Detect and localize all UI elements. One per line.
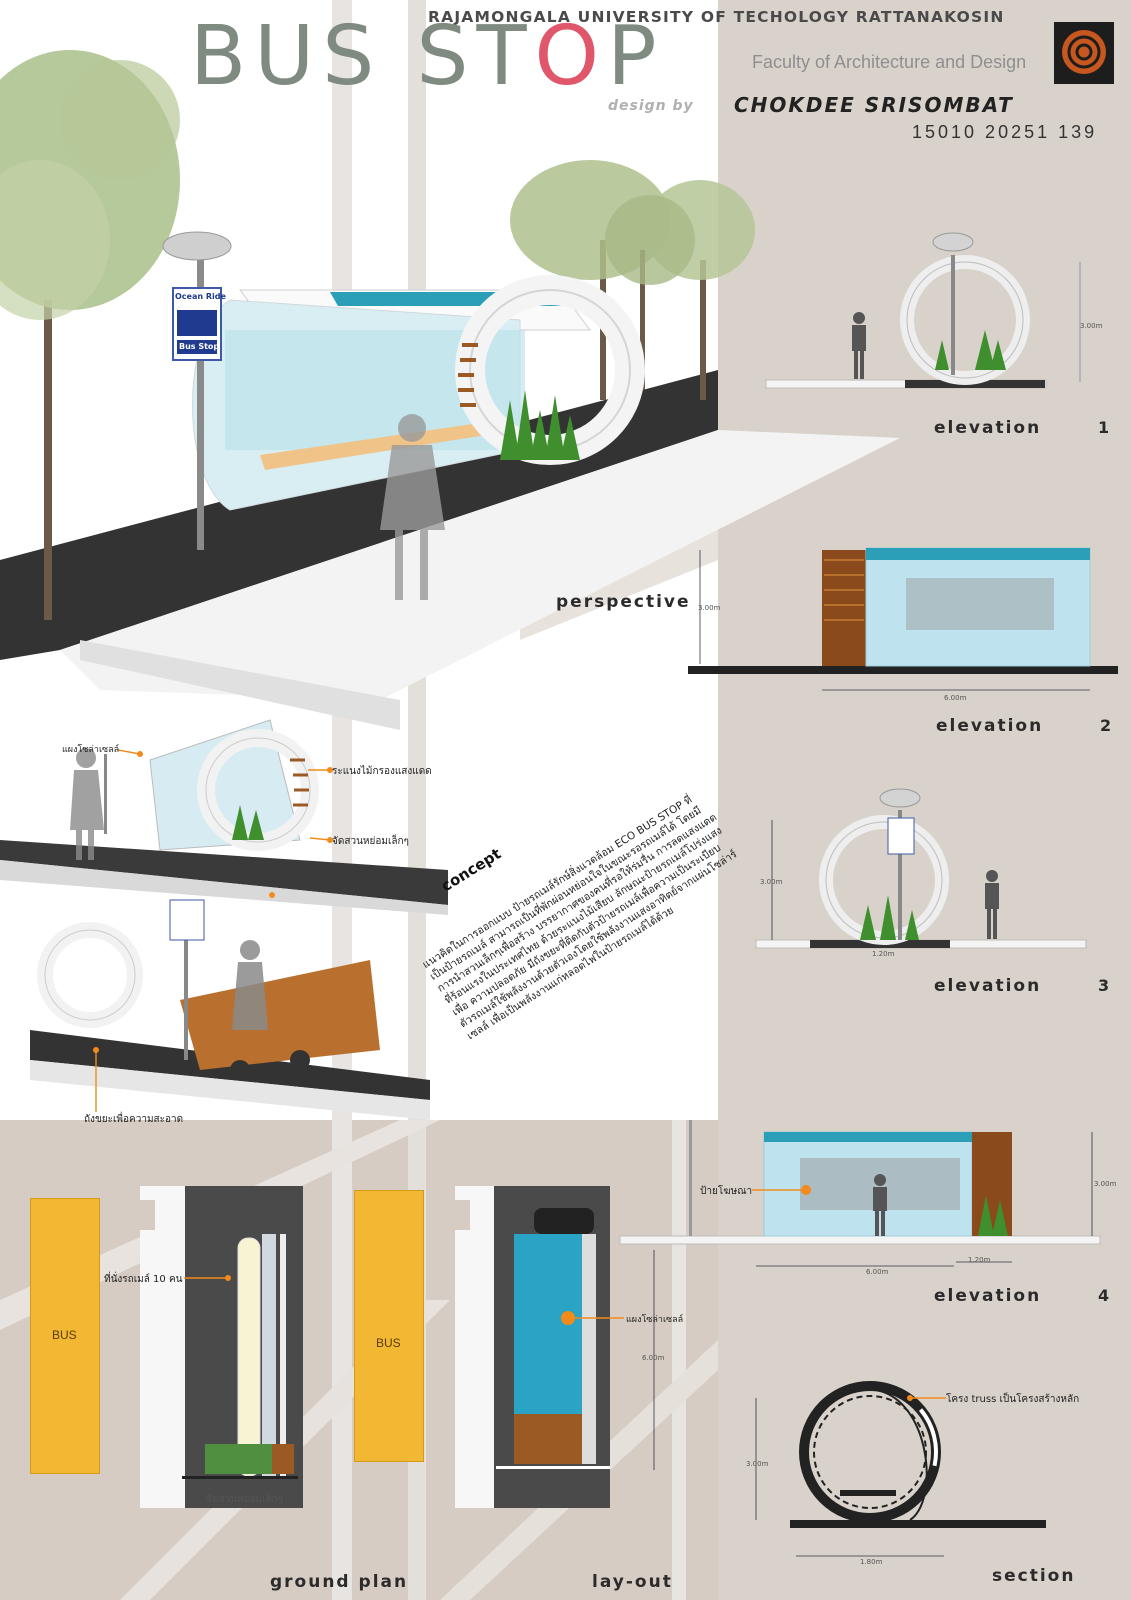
designer-name: CHOKDEE SRISOMBAT	[734, 93, 1014, 117]
title-part-2: O	[534, 9, 608, 104]
dim-e4-side: 1.20m	[968, 1256, 991, 1264]
annotation-trash-bin: ถังขยะเพื่อความสะอาด	[84, 1114, 184, 1125]
annotation-mini-garden: จัดสวนหย่อมเล็กๆ	[332, 836, 409, 847]
sign-pole	[197, 250, 204, 550]
title-part-1: BUS ST	[190, 9, 535, 104]
elevation4-drawing	[619, 1120, 1101, 1267]
label-elevation-3-num: 3	[1098, 976, 1110, 995]
dim-e4-width: 6.00m	[866, 1268, 889, 1276]
faculty-name: Faculty of Architecture and Design	[752, 52, 1027, 72]
logo-emblem-icon	[1062, 30, 1106, 74]
label-ground-plan: ground plan	[270, 1572, 409, 1592]
label-elevation-2-num: 2	[1100, 716, 1112, 735]
dim-e3-height: 3.00m	[760, 878, 783, 886]
label-elevation-2: elevation	[936, 716, 1044, 736]
annotation-leaders	[95, 749, 946, 1399]
dim-section-height: 3.00m	[746, 1460, 769, 1468]
wood-slats	[458, 343, 478, 407]
bus-body	[180, 960, 380, 1070]
design-by-label: design by	[608, 98, 694, 114]
right-beige-panel	[718, 0, 1131, 1600]
stripe-3	[672, 1120, 686, 1600]
university-name: RAJAMONGALA UNIVERSITY OF TECHOLOGY RATT…	[428, 8, 1005, 26]
dim-e3-base: 1.20m	[872, 950, 895, 958]
person-silhouette	[380, 414, 445, 600]
dim-e4-height: 3.00m	[1094, 1180, 1117, 1188]
annotation-seat: ที่นั่งรถเมล์ 10 คน	[104, 1274, 183, 1285]
sidewalk	[60, 430, 900, 700]
perspective-drawing	[0, 50, 900, 730]
label-perspective: perspective	[556, 592, 691, 612]
tree-left	[0, 50, 180, 620]
poster-title: BUS STOP	[190, 16, 665, 98]
solar-cap	[162, 231, 232, 261]
layout-drawing	[455, 1186, 655, 1508]
dim-section-width: 1.80m	[860, 1558, 883, 1566]
elevation2-drawing	[688, 547, 1118, 691]
label-elevation-4-num: 4	[1098, 1286, 1110, 1305]
annotation-garden-plan: จัดสวนหย่อมเล็กๆ	[206, 1494, 283, 1505]
bus-block-1	[30, 1198, 100, 1474]
elevation3-drawing	[755, 788, 1087, 949]
label-section: section	[992, 1566, 1076, 1586]
bench	[260, 420, 505, 470]
annotation-solar-panel-plan: แผงโซล่าเซลล์	[626, 1315, 684, 1325]
title-part-3: P	[607, 9, 665, 104]
trees-right	[510, 160, 755, 400]
annotation-truss: โครง truss เป็นโครงสร้างหลัก	[946, 1394, 1080, 1405]
dim-e2-width: 6.00m	[944, 694, 967, 702]
concept-perspective-2	[30, 892, 430, 1120]
annotation-wood-screen: ระแนงไม้กรองแสงแดด	[332, 766, 432, 777]
garden-plants	[500, 390, 580, 460]
dim-layout-length: 6.00m	[642, 1354, 665, 1362]
sign-brand: Ocean Ride	[175, 292, 226, 301]
bus-block-2	[354, 1190, 424, 1462]
elevation1-drawing	[765, 232, 1081, 389]
faculty-logo	[1054, 22, 1114, 84]
label-layout: lay-out	[592, 1572, 673, 1592]
dim-e2-height: 3.00m	[698, 604, 721, 612]
ground-plan-drawing	[140, 1186, 303, 1508]
sign-stop: Bus Stop	[179, 342, 220, 351]
student-id: 15010 20251 139	[912, 122, 1098, 142]
annotation-solar-panel-top: แผงโซล่าเซลล์	[62, 745, 120, 755]
bus-label-2: BUS	[376, 1336, 401, 1350]
label-elevation-1: elevation	[934, 418, 1042, 438]
concept-perspective-1	[0, 719, 448, 915]
label-elevation-3: elevation	[934, 976, 1042, 996]
bus-label-1: BUS	[52, 1328, 77, 1342]
label-elevation-4: elevation	[934, 1286, 1042, 1306]
label-elevation-1-num: 1	[1098, 418, 1110, 437]
annotation-ad-sign: ป้ายโฆษณา	[700, 1186, 753, 1197]
stripe-1	[332, 0, 352, 1600]
dim-e1-height: 3.00m	[1080, 322, 1103, 330]
